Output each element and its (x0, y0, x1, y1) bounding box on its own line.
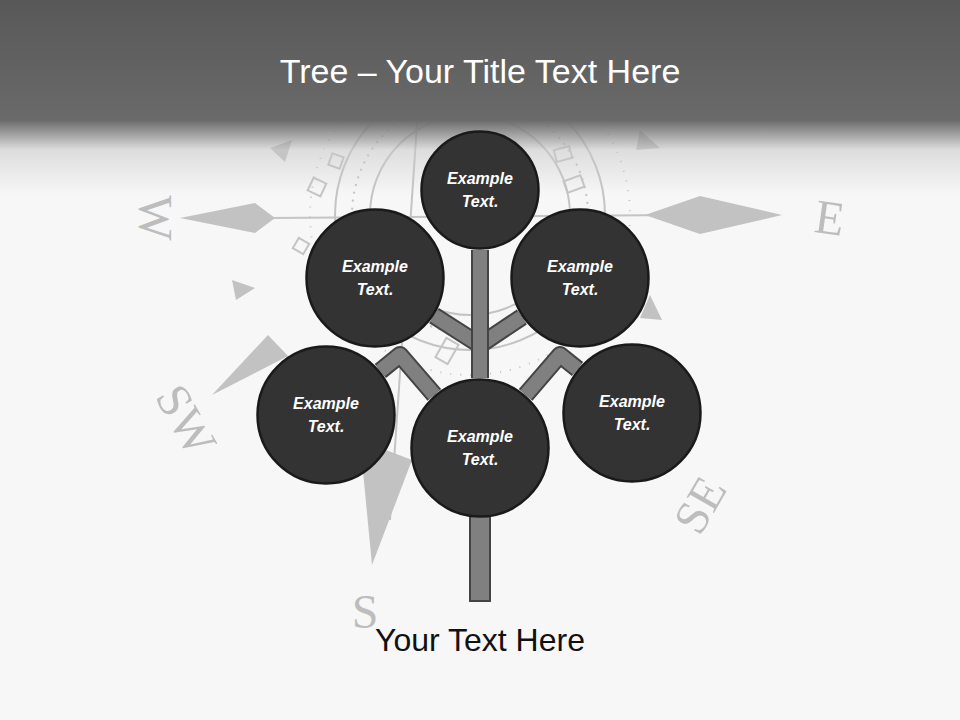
tree-circle: Example Text. (410, 378, 550, 518)
circle-shape (256, 345, 396, 485)
compass-letter: E (812, 192, 848, 244)
compass-letter: W (131, 195, 179, 240)
compass-letter: S (352, 588, 379, 636)
circle-shape (305, 208, 445, 348)
tree-branch (480, 250, 481, 378)
circle-shape (420, 130, 540, 250)
circle-shape (510, 208, 650, 348)
circle-text: Example Text. (592, 390, 672, 436)
circle-shape (410, 378, 550, 518)
circle-text: Example Text. (540, 255, 620, 301)
circle-outline (258, 347, 395, 484)
tree-circle: Example Text. (562, 343, 702, 483)
circle-shape (562, 343, 702, 483)
circle-text: Example Text. (335, 255, 415, 301)
circle-text: Example Text. (286, 392, 366, 438)
compass-triangle (232, 280, 255, 300)
branch-fill (473, 250, 487, 378)
compass-mark (435, 338, 458, 364)
slide-caption: Your Text Here (0, 622, 960, 659)
tree-circle: Example Text. (305, 208, 445, 348)
circle-text: Example Text. (440, 425, 520, 471)
slide-title: Tree – Your Title Text Here (0, 52, 960, 91)
compass-letter: SW (147, 377, 225, 463)
circle-outline (422, 132, 539, 249)
tree-circle: Example Text. (256, 345, 396, 485)
circle-text: Example Text. (440, 167, 520, 213)
compass-mark (293, 238, 309, 254)
tree-circle: Example Text. (510, 208, 650, 348)
tree-circle: Example Text. (420, 130, 540, 250)
circle-outline (412, 380, 549, 517)
branch-outline (471, 250, 489, 378)
trunk-base (470, 512, 490, 601)
west-pointer (180, 203, 275, 233)
compass-letter: SE (665, 469, 735, 542)
circle-outline (564, 345, 701, 482)
circle-outline (512, 210, 649, 347)
circle-outline (307, 210, 444, 347)
east-pointer (645, 196, 782, 234)
